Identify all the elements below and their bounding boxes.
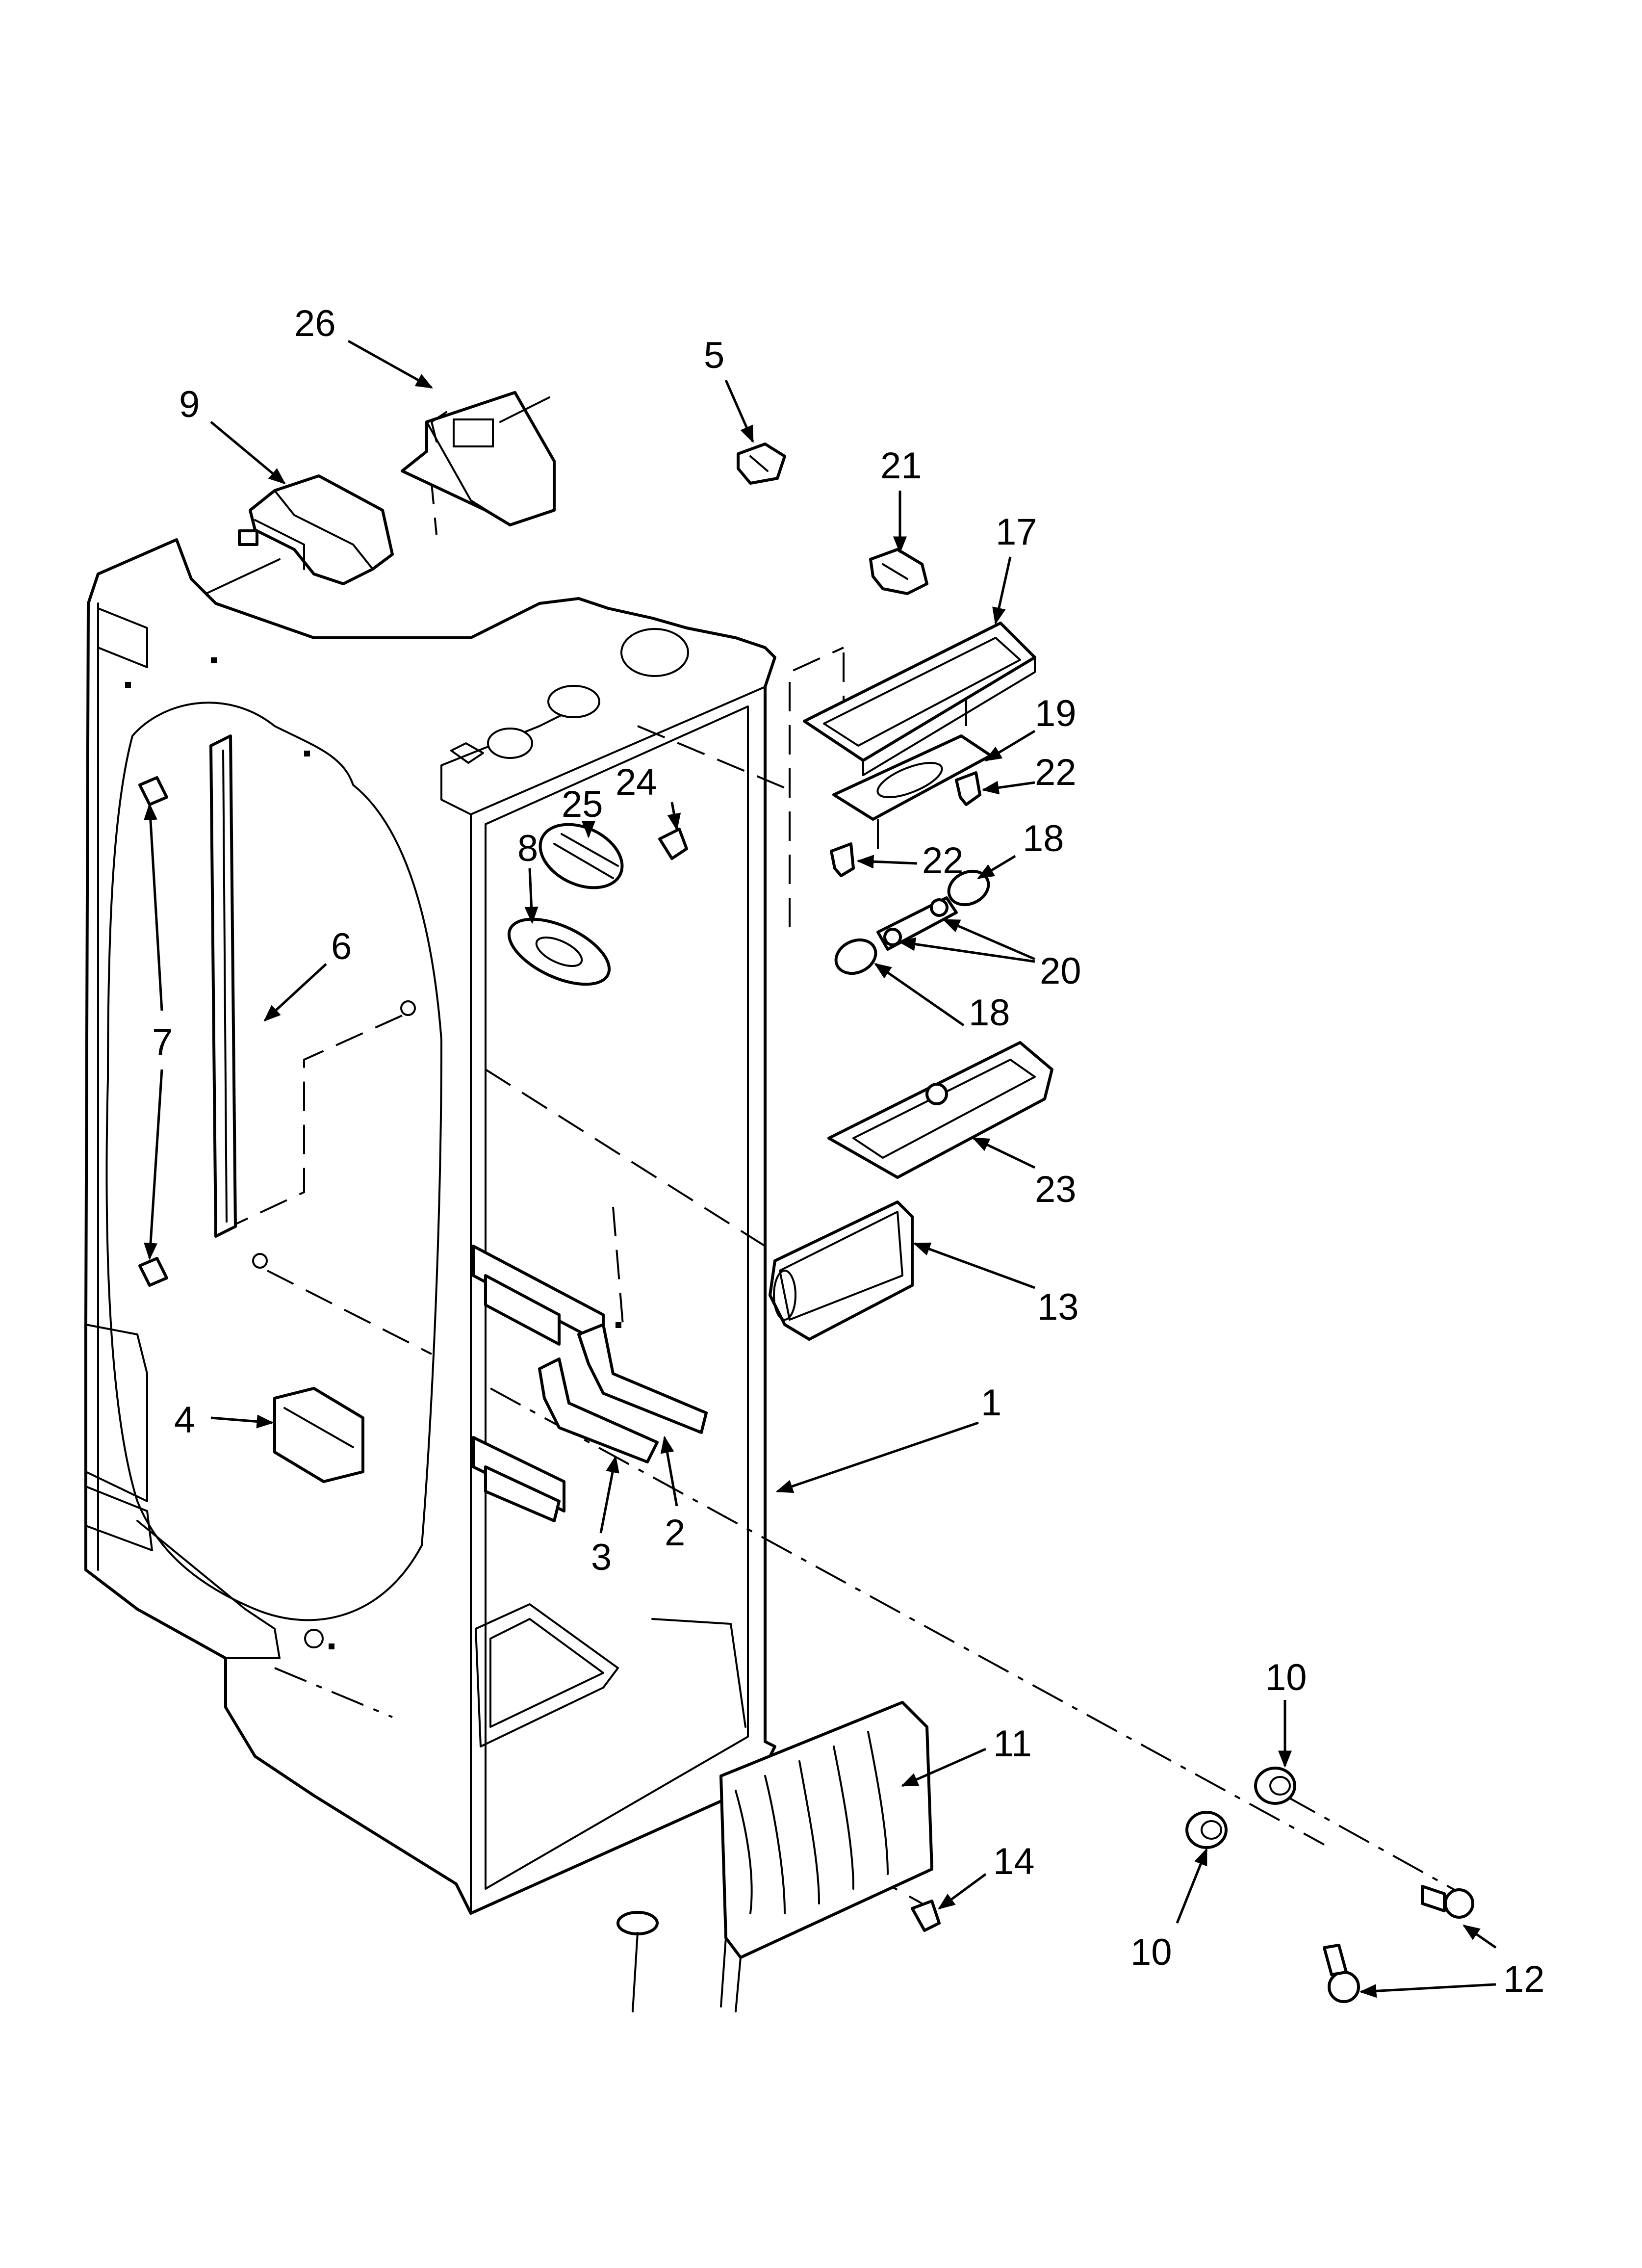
callout-12: 12 <box>1503 1958 1545 2000</box>
callout-19: 19 <box>1035 693 1077 734</box>
callout-24: 24 <box>616 761 657 803</box>
callout-10-upper: 10 <box>1265 1657 1307 1698</box>
light-cover <box>827 1041 1053 1179</box>
shelf-rail <box>209 734 237 1238</box>
callout-25: 25 <box>562 783 603 825</box>
callout-10-lower: 10 <box>1130 1931 1172 1973</box>
callout-8: 8 <box>517 828 538 869</box>
callout-2: 2 <box>665 1512 685 1554</box>
callout-20: 20 <box>1040 950 1081 992</box>
callout-18-upper: 18 <box>1023 818 1064 860</box>
callout-5: 5 <box>704 335 724 376</box>
callout-26: 26 <box>294 303 336 344</box>
screw-7-upper <box>138 776 168 806</box>
callout-3: 3 <box>591 1537 612 1578</box>
refrigerator-liner <box>84 538 776 1915</box>
callout-9: 9 <box>179 384 200 425</box>
screw-7-lower <box>138 1257 168 1287</box>
light-bulb-lower <box>834 938 877 975</box>
callout-13: 13 <box>1037 1286 1079 1328</box>
callout-11: 11 <box>993 1723 1032 1765</box>
callout-7: 7 <box>152 1021 173 1063</box>
callout-22-upper: 22 <box>1035 752 1077 793</box>
callout-23: 23 <box>1035 1169 1077 1210</box>
evaporator-heater <box>616 1701 933 2012</box>
callout-labels: 26 9 5 21 17 19 22 22 24 25 8 6 7 18 20 … <box>152 303 1545 2000</box>
screw-upper <box>955 771 981 806</box>
light-bulb-upper <box>947 869 990 907</box>
callout-14: 14 <box>993 1841 1035 1882</box>
plug-lower <box>1323 1944 1360 2003</box>
bracket-2 <box>577 1323 708 1434</box>
control-bracket <box>401 391 556 526</box>
grommet-upper <box>1254 1767 1296 1805</box>
air-diffuser <box>769 1200 914 1341</box>
baffle-8 <box>507 917 611 986</box>
callout-leaders <box>143 339 1497 1998</box>
callout-4: 4 <box>174 1399 195 1441</box>
light-housing <box>803 622 1036 776</box>
grommet-lower <box>1185 1811 1228 1849</box>
callout-21: 21 <box>880 445 922 487</box>
temperature-control <box>205 474 394 595</box>
callout-17: 17 <box>996 511 1037 553</box>
wire-connector <box>869 548 928 595</box>
callout-18-lower: 18 <box>969 992 1010 1034</box>
callout-1: 1 <box>981 1382 1001 1424</box>
screw-24 <box>658 828 688 860</box>
callout-22-lower: 22 <box>922 840 964 882</box>
light-sockets <box>876 896 958 951</box>
screw-14 <box>911 1900 941 1932</box>
clip-part <box>737 443 786 485</box>
screw-lower <box>830 842 855 877</box>
cover-4 <box>273 1387 364 1483</box>
callout-6: 6 <box>331 926 352 967</box>
bracket-3 <box>538 1357 659 1463</box>
plug-upper <box>1421 1885 1474 1919</box>
